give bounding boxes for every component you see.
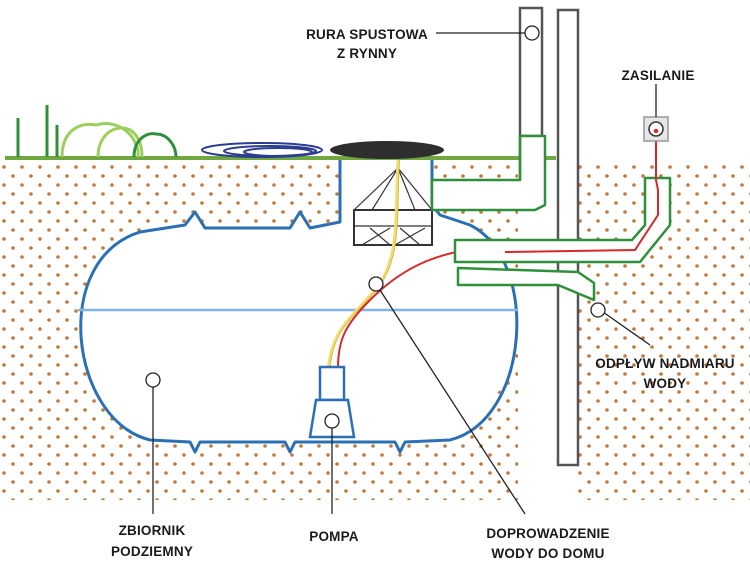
label-house-supply-line2: WODY DO DOMU bbox=[491, 546, 604, 561]
label-pump: POMPA bbox=[309, 529, 359, 544]
leader-lines bbox=[145, 25, 657, 515]
label-downpipe-line2: Z RYNNY bbox=[337, 46, 397, 61]
power-socket-icon bbox=[643, 116, 669, 142]
house-supply-pipe bbox=[453, 176, 672, 264]
inlet-pipe bbox=[430, 134, 547, 212]
label-overflow-line2: WODY bbox=[644, 376, 687, 391]
label-house-supply-line1: DOPROWADZENIE bbox=[486, 526, 609, 541]
tank-marker bbox=[145, 372, 161, 388]
downpipe-marker bbox=[524, 25, 540, 41]
house-supply-marker bbox=[368, 276, 384, 292]
label-downpipe-line1: RURA SPUSTOWA bbox=[306, 27, 428, 42]
pump-marker bbox=[324, 413, 340, 429]
power-cable-overlay bbox=[504, 140, 659, 253]
tank-outline bbox=[79, 160, 519, 454]
label-power: ZASILANIE bbox=[621, 68, 694, 83]
label-tank-line1: ZBIORNIK bbox=[119, 523, 186, 538]
wall-pipe bbox=[556, 8, 580, 467]
coiled-hose-icon bbox=[201, 142, 323, 158]
label-tank-line2: PODZIEMNY bbox=[111, 544, 193, 559]
tank-lid bbox=[330, 141, 444, 159]
label-overflow-line1: ODPŁYW NADMIARU bbox=[595, 356, 735, 371]
overflow-pipe bbox=[456, 266, 596, 302]
overflow-marker bbox=[590, 302, 606, 318]
grass-icon bbox=[16, 105, 59, 157]
shrub-icon bbox=[60, 122, 178, 158]
